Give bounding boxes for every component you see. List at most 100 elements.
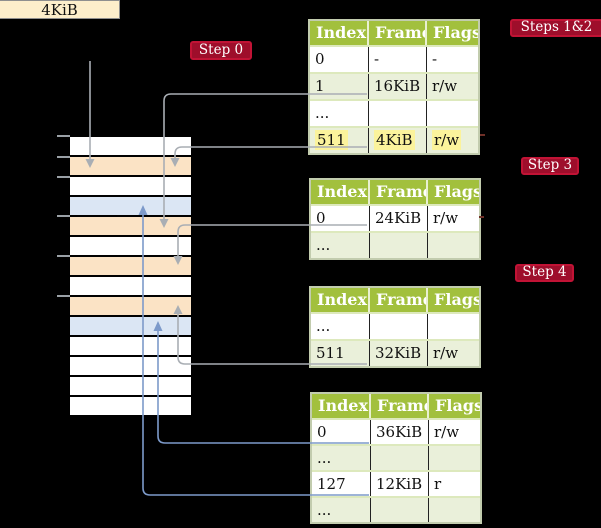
badge-steps-1-2: Steps 1&2 bbox=[510, 19, 601, 37]
memory-tick bbox=[57, 176, 70, 178]
cell-flags: r/w bbox=[432, 77, 458, 95]
physical-memory-column bbox=[70, 135, 191, 415]
cell-flags: r/w bbox=[434, 423, 460, 441]
table-row: 127 12KiB r bbox=[312, 470, 480, 496]
memory-row-0kib bbox=[70, 137, 191, 155]
cell-frame: 36KiB bbox=[371, 420, 429, 444]
cell-frame: 16KiB bbox=[369, 74, 427, 99]
cell-frame bbox=[369, 101, 427, 126]
table-row: ... bbox=[310, 99, 478, 126]
column-header-flags: Flags bbox=[435, 396, 480, 415]
cell-index: 0 bbox=[310, 47, 369, 72]
column-header-index: Index bbox=[312, 394, 371, 418]
memory-tick bbox=[57, 295, 70, 297]
cell-index: ... bbox=[310, 101, 369, 126]
cell-frame bbox=[370, 233, 428, 258]
cell-frame bbox=[371, 498, 429, 522]
cell-index: 0 bbox=[312, 420, 371, 444]
cell-flags: r/w bbox=[433, 209, 459, 227]
column-header-flags: Flags bbox=[433, 23, 478, 42]
cell-frame bbox=[371, 446, 429, 470]
badge-step-4-label: Step 4 bbox=[522, 264, 567, 281]
row-marker-dash bbox=[479, 216, 484, 218]
cell-index: 511 bbox=[310, 128, 369, 153]
cell-flags: r bbox=[434, 475, 442, 493]
column-header-flags: Flags bbox=[434, 290, 479, 309]
cell-flags: r/w bbox=[433, 344, 459, 362]
column-header-frame: Frame bbox=[370, 180, 428, 204]
level2-page-table: Index Frame Flags ... 511 32KiB r/w bbox=[309, 286, 481, 368]
frame-address-label: 4KiB bbox=[41, 0, 78, 19]
table-row: 0 36KiB r/w bbox=[312, 418, 480, 444]
memory-row-28kib bbox=[70, 275, 191, 295]
memory-row-8kib bbox=[70, 175, 191, 195]
cell-index: ... bbox=[312, 446, 371, 470]
frame-address-box: 4KiB bbox=[0, 0, 120, 19]
column-header-index: Index bbox=[311, 288, 370, 312]
memory-tick bbox=[57, 156, 70, 158]
table-row: 511 32KiB r/w bbox=[311, 339, 479, 366]
cell-index: ... bbox=[311, 233, 370, 258]
badge-step-0-label: Step 0 bbox=[198, 41, 244, 58]
level4-page-table: Index Frame Flags 0 - - 1 16KiB r/w ... … bbox=[308, 19, 480, 155]
badge-step-4: Step 4 bbox=[515, 264, 574, 282]
cell-index: 127 bbox=[312, 472, 371, 496]
row-marker-dash bbox=[480, 134, 485, 136]
cell-index: 511 bbox=[311, 341, 370, 366]
table-row: ... bbox=[312, 496, 480, 522]
column-header-flags: Flags bbox=[434, 182, 479, 201]
cell-flags: - bbox=[432, 50, 438, 68]
badge-steps-1-2-label: Steps 1&2 bbox=[520, 19, 593, 36]
table-row: ... bbox=[312, 444, 480, 470]
highlighted-value: r/w bbox=[432, 130, 462, 150]
cell-index: 0 bbox=[311, 206, 370, 231]
cell-frame bbox=[370, 314, 428, 339]
memory-row-40kib bbox=[70, 335, 191, 355]
cell-index: ... bbox=[311, 314, 370, 339]
column-header-index: Index bbox=[311, 180, 370, 204]
memory-row-16kib-l3-table bbox=[70, 215, 191, 235]
cell-flags: r/w bbox=[427, 128, 478, 153]
memory-row-4kib-l4-table bbox=[70, 155, 191, 175]
memory-row-52kib bbox=[70, 395, 191, 415]
memory-row-32kib-l1-table bbox=[70, 295, 191, 315]
table-row: 0 - - bbox=[310, 45, 478, 72]
cell-frame: 4KiB bbox=[369, 128, 427, 153]
highlighted-value: 511 bbox=[315, 130, 348, 150]
cell-flags bbox=[428, 314, 479, 339]
memory-row-44kib bbox=[70, 355, 191, 375]
highlighted-value: 4KiB bbox=[374, 130, 415, 150]
level3-page-table: Index Frame Flags 0 24KiB r/w ... bbox=[309, 178, 481, 260]
cell-frame: 32KiB bbox=[370, 341, 428, 366]
table-header: Index Frame Flags bbox=[311, 288, 479, 312]
column-header-frame: Frame bbox=[371, 394, 429, 418]
memory-row-24kib-l2-table bbox=[70, 255, 191, 275]
column-header-frame: Frame bbox=[369, 21, 427, 45]
memory-row-12kib-mapped-frame bbox=[70, 195, 191, 215]
cell-frame: 24KiB bbox=[370, 206, 428, 231]
table-header: Index Frame Flags bbox=[312, 394, 480, 418]
cell-flags bbox=[429, 446, 480, 470]
badge-step-3-label: Step 3 bbox=[527, 157, 573, 174]
table-row: ... bbox=[311, 231, 479, 258]
table-row: 1 16KiB r/w bbox=[310, 72, 478, 99]
cell-flags bbox=[427, 101, 478, 126]
memory-row-20kib bbox=[70, 235, 191, 255]
cell-index: 1 bbox=[310, 74, 369, 99]
memory-tick bbox=[57, 215, 70, 217]
memory-tick bbox=[57, 135, 70, 137]
level1-page-table: Index Frame Flags 0 36KiB r/w ... 127 12… bbox=[310, 392, 482, 524]
table-row: ... bbox=[311, 312, 479, 339]
memory-row-36kib-mapped-frame bbox=[70, 315, 191, 335]
cell-frame: - bbox=[369, 47, 427, 72]
table-row: 0 24KiB r/w bbox=[311, 204, 479, 231]
badge-step-0: Step 0 bbox=[190, 41, 252, 60]
cell-frame: 12KiB bbox=[371, 472, 429, 496]
table-header: Index Frame Flags bbox=[311, 180, 479, 204]
badge-step-3: Step 3 bbox=[521, 157, 579, 175]
column-header-index: Index bbox=[310, 21, 369, 45]
column-header-frame: Frame bbox=[370, 288, 428, 312]
cell-flags bbox=[429, 498, 480, 522]
memory-tick bbox=[57, 255, 70, 257]
